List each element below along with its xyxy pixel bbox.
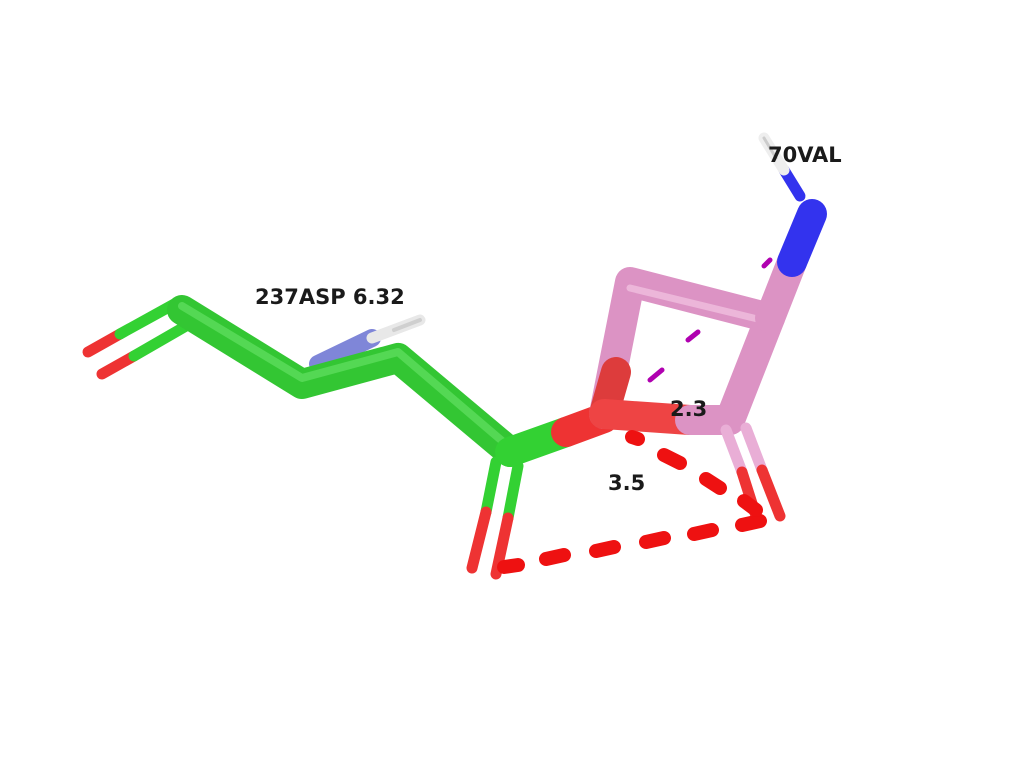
polar-dash bbox=[657, 448, 687, 470]
asp-bond-o2-green bbox=[128, 320, 192, 362]
polar-dash bbox=[625, 430, 645, 446]
asp-backbone-highlight bbox=[178, 302, 512, 450]
distance-label-short: 2.3 bbox=[670, 397, 707, 421]
polar-dash bbox=[737, 494, 763, 517]
val-bond-carbonyl-a-pink bbox=[720, 424, 748, 478]
polar-dash bbox=[699, 472, 727, 495]
val-ring-top bbox=[589, 267, 785, 435]
polar-dash bbox=[639, 531, 671, 549]
asp-bond-o2-red bbox=[96, 350, 140, 380]
residue-val-70 bbox=[589, 132, 827, 522]
distance-label-long: 3.5 bbox=[608, 471, 645, 495]
val-bond-n-blue bbox=[777, 199, 827, 277]
polar-contact-dashes bbox=[497, 430, 767, 574]
polar-dash bbox=[589, 540, 621, 558]
polar-dash bbox=[539, 548, 571, 566]
polar-dash bbox=[687, 523, 719, 541]
polar-dash bbox=[735, 514, 767, 532]
residue-label-val: 70VAL bbox=[768, 143, 842, 167]
residue-asp-237 bbox=[82, 295, 619, 580]
asp-bond-carbonyl-a-red bbox=[466, 506, 492, 574]
asp-bond-carbonyl-b-green bbox=[502, 460, 524, 524]
h-bond-dashes bbox=[647, 257, 773, 383]
asp-bond-n bbox=[309, 329, 381, 373]
val-bond-carbonyl-b-pink bbox=[740, 422, 768, 476]
residue-label-asp: 237ASP 6.32 bbox=[255, 285, 405, 309]
val-bond-h-edge bbox=[762, 136, 778, 160]
asp-bond-carbonyl-a-green bbox=[480, 456, 502, 518]
h-bond-dash bbox=[761, 257, 773, 269]
h-bond-dash bbox=[647, 367, 665, 383]
h-bond-dash bbox=[685, 329, 701, 343]
asp-bond-h-edge bbox=[392, 318, 422, 332]
val-ring-highlight bbox=[626, 284, 774, 326]
asp-bond-o1-red bbox=[82, 328, 126, 358]
polar-dash bbox=[497, 558, 525, 574]
val-bond-carbonyl-b-red bbox=[756, 464, 786, 522]
